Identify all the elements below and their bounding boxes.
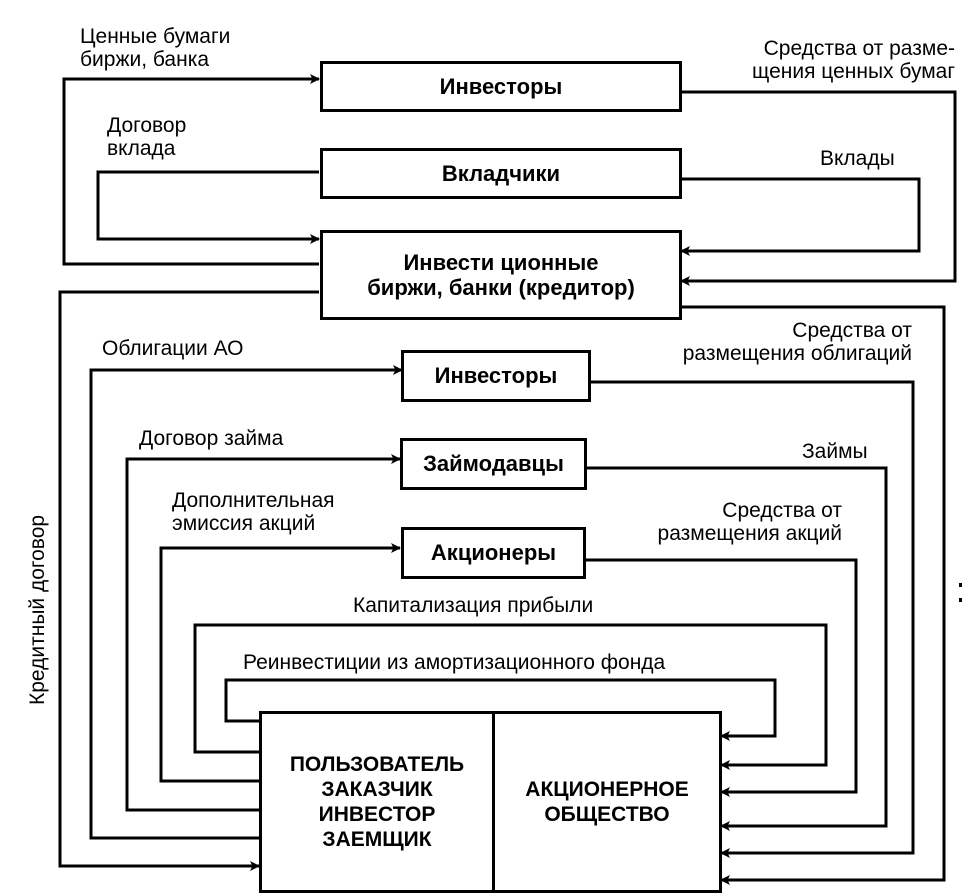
proceeds-shares-arrow [584, 558, 858, 797]
profit-capitalization-arrow [193, 623, 828, 770]
exchanges-banks-label-line2: биржи, банки (кредитор) [367, 275, 635, 300]
deposits-label: Вклады [820, 147, 895, 170]
deposit-contract-label: Договор вклада [107, 114, 187, 160]
deposits-arrow [680, 177, 921, 256]
deposit-contract-arrow [96, 170, 320, 244]
customer-label: ЗАКАЗЧИК [321, 777, 433, 801]
jsc-label-line1: АКЦИОНЕРНОЕ [525, 777, 689, 801]
exchanges-banks-label-line1: Инвести ционные [403, 249, 599, 275]
shareholders-label: Акционеры [430, 540, 557, 566]
jsc-label-line2: ОБЩЕСТВО [544, 803, 670, 826]
proceeds-shares-label: Средства от размещения акций [657, 499, 842, 545]
investor-label: ИНВЕСТОР [318, 803, 436, 826]
investors-box: Инвесторы [320, 61, 682, 112]
shareholders-box: Акционеры [401, 527, 586, 579]
lenders-box: Займодавцы [400, 438, 587, 490]
proceeds-bonds-arrow [590, 380, 915, 858]
borrower-label: ЗАЕМЩИК [322, 828, 432, 852]
proceeds-bonds-label: Средства от размещения облигаций [682, 319, 912, 365]
loans-arrow [586, 466, 888, 831]
reinvestment-label: Реинвестиции из амортизационного фонда [243, 651, 666, 674]
edge-dot [959, 583, 962, 587]
lenders-label: Займодавцы [423, 451, 564, 477]
depositors-label: Вкладчики [441, 160, 561, 186]
profit-capitalization-label: Капитализация прибыли [353, 594, 594, 617]
depositors-box: Вкладчики [320, 148, 682, 199]
proceeds-securities-arrow [680, 90, 957, 286]
securities-arrow [62, 74, 320, 266]
bonds-arrow [89, 365, 403, 840]
proceeds-securities-label: Средства от разме- щения ценных бумаг [752, 37, 955, 83]
bonds-label: Облигации АО [102, 337, 244, 360]
credit-loan-arrow [58, 290, 319, 871]
exchanges-banks-box: Инвести ционные биржи, банки (кредитор) [320, 230, 682, 320]
additional-issue-label: Дополнительная эмиссия акций [172, 489, 335, 535]
user-label: ПОЛЬЗОВАТЕЛЬ [289, 752, 465, 776]
additional-issue-arrow [159, 543, 401, 783]
bond-investors-label: Инвесторы [434, 363, 558, 389]
user-section: ПОЛЬЗОВАТЕЛЬ ЗАКАЗЧИК ИНВЕСТОР ЗАЕМЩИК [262, 714, 495, 890]
loans-label: Займы [802, 440, 868, 463]
company-box: ПОЛЬЗОВАТЕЛЬ ЗАКАЗЧИК ИНВЕСТОР ЗАЕМЩИК А… [259, 711, 722, 893]
edge-dot [959, 598, 962, 602]
securities-label: Ценные бумаги биржи, банка [80, 25, 231, 71]
credit-repayment-arrow [681, 305, 946, 885]
loan-agreement-arrow [125, 454, 401, 812]
loan-agreement-label: Договор займа [139, 427, 284, 450]
reinvestment-arrow [224, 678, 777, 741]
bond-investors-box: Инвесторы [401, 350, 591, 402]
investors-label: Инвесторы [439, 73, 563, 99]
credit-agreement-label: Кредитный договор [26, 514, 49, 705]
jsc-section: АКЦИОНЕРНОЕ ОБЩЕСТВО [495, 714, 719, 890]
